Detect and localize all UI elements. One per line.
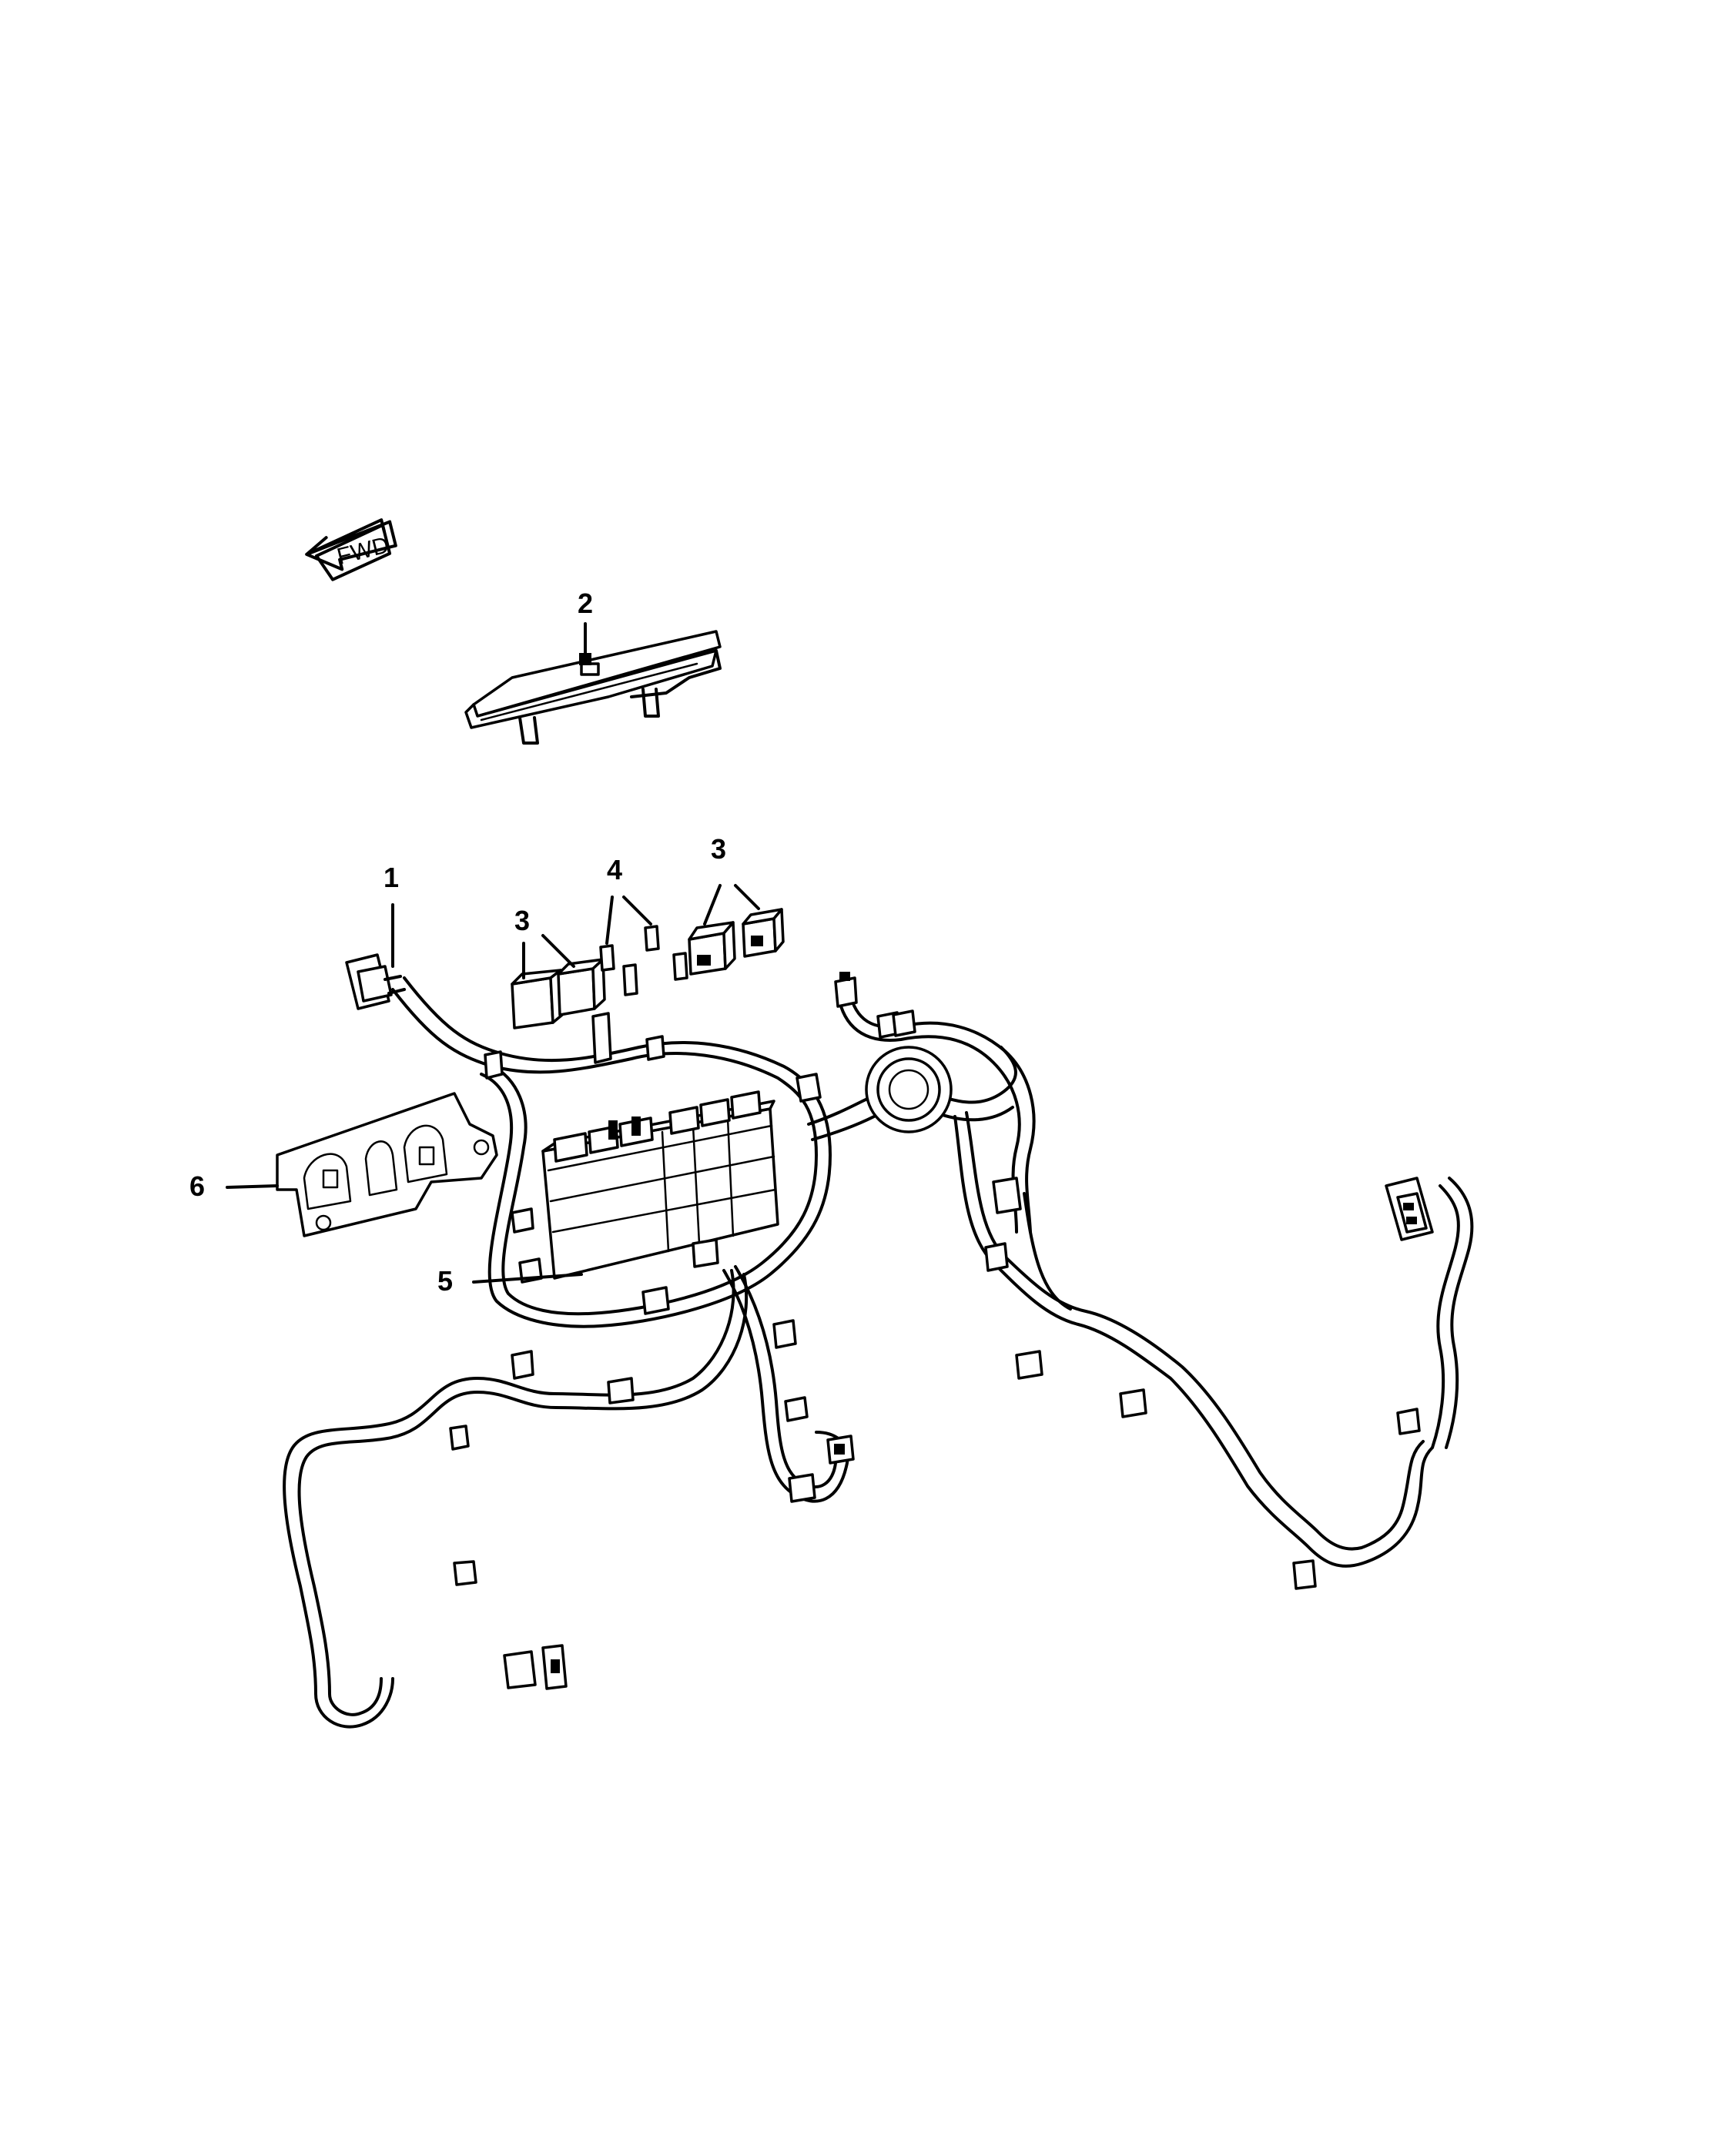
- callout-2: 2: [578, 588, 593, 619]
- harness-clip: [796, 1073, 822, 1103]
- harness-clip: [449, 1424, 470, 1451]
- leader-line-3a-2: [541, 934, 575, 968]
- harness-connector-1: [345, 953, 406, 1010]
- callout-5: 5: [437, 1265, 453, 1297]
- leader-line-3b-2: [734, 884, 760, 910]
- harness-clip: [1292, 1559, 1317, 1590]
- harness-clip: [591, 1012, 612, 1064]
- harness-clip: [984, 1242, 1009, 1272]
- callout-3-left: 3: [514, 905, 530, 936]
- callout-6: 6: [189, 1170, 205, 1202]
- callout-4: 4: [607, 854, 622, 886]
- harness-clip: [607, 1377, 635, 1404]
- harness-clip: [453, 1560, 477, 1586]
- harness-clip: [484, 1050, 504, 1080]
- harness-clip: [992, 1177, 1022, 1214]
- leader-line-4-2: [622, 896, 652, 926]
- harness-clip: [641, 1286, 670, 1315]
- callout-1: 1: [384, 862, 399, 893]
- fwd-arrow: FWD: [305, 518, 397, 581]
- harness-clip: [1119, 1388, 1147, 1418]
- relay-group-left: [511, 958, 606, 1029]
- relay: [557, 958, 606, 1016]
- power-distribution-center: [541, 1090, 779, 1280]
- harness-clip: [692, 1238, 719, 1268]
- harness-clip: [511, 1350, 534, 1380]
- leader-line-4: [605, 896, 614, 945]
- relay: [742, 908, 785, 958]
- harness-clip: [1015, 1350, 1043, 1380]
- harness-grommet: [865, 1046, 953, 1133]
- harness-clip: [645, 1035, 665, 1061]
- fuse-group: [599, 925, 688, 996]
- harness-connector-right: [1385, 1177, 1434, 1241]
- wiring-harness: [283, 953, 1474, 1729]
- cover-latch: [580, 662, 600, 676]
- relay-group-right: [688, 908, 785, 976]
- harness-clip: [772, 1319, 797, 1349]
- leader-line-6: [226, 1184, 279, 1189]
- harness-clip: [784, 1396, 809, 1422]
- harness-clip: [511, 1207, 534, 1234]
- callout-3-right: 3: [711, 833, 726, 865]
- leader-line-5: [472, 1273, 583, 1284]
- relay: [511, 969, 564, 1029]
- harness-clip: [1396, 1408, 1421, 1435]
- harness-connector-lower-mid: [788, 1435, 855, 1503]
- mounting-bracket: [276, 1092, 498, 1237]
- harness-connector-lower-left: [503, 1644, 568, 1690]
- relay: [688, 921, 736, 976]
- leader-line-3b: [703, 884, 722, 926]
- fuse-box-cover: [464, 630, 722, 745]
- harness-connector-top-right: [834, 972, 916, 1039]
